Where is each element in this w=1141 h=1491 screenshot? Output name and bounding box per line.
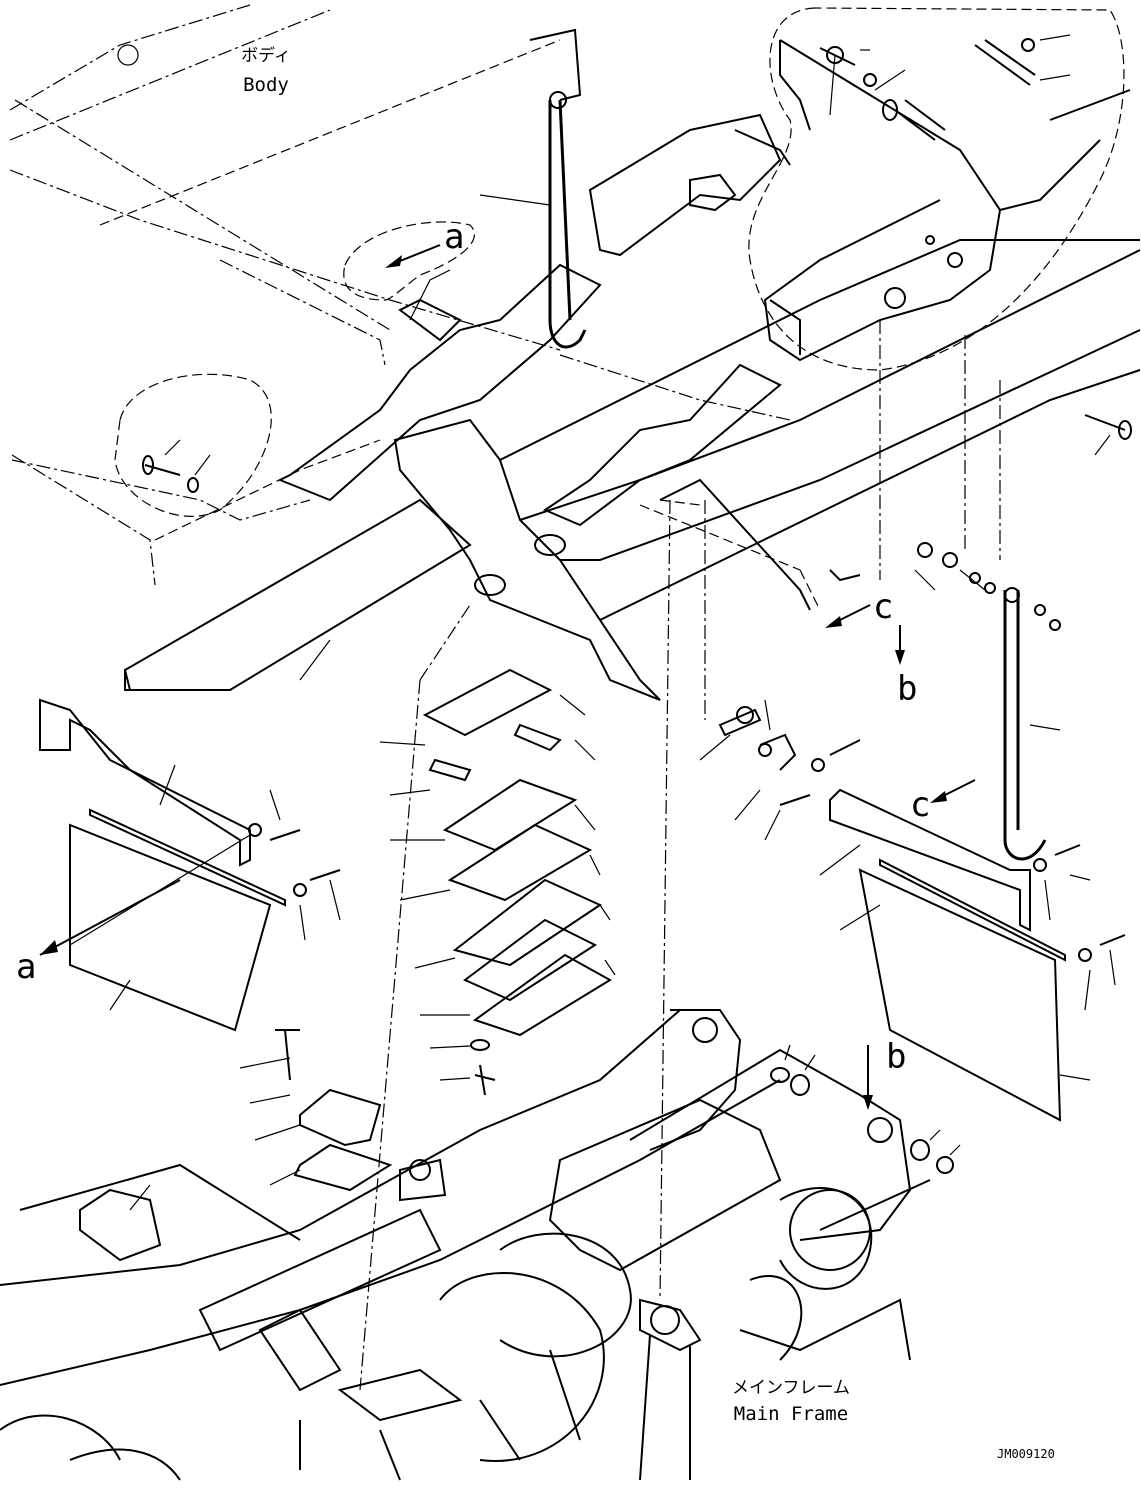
upper-mounting-plates xyxy=(277,263,782,527)
body-label-jp: ボディ xyxy=(241,46,291,66)
pin xyxy=(819,34,1071,141)
body-outline xyxy=(9,4,791,586)
rubber-pads xyxy=(79,1029,393,1262)
left-mudflap-assembly xyxy=(39,698,341,1032)
reference-label-a-top: a xyxy=(444,217,465,257)
drawing-code: JM009120 xyxy=(997,1447,1055,1461)
reference-label-a-left: a xyxy=(16,947,37,987)
main-frame xyxy=(0,1009,961,1481)
reference-arrow-c-lower xyxy=(930,779,976,803)
body-label-en: Body xyxy=(243,74,289,96)
reference-label-b-bottom: b xyxy=(886,1037,907,1077)
reference-arrow-b-bottom xyxy=(863,1045,873,1110)
hanger-rod-right xyxy=(1003,587,1061,861)
hardware-bolts-right xyxy=(699,414,1132,841)
body-crossbeam xyxy=(393,239,1141,701)
left-support-plate xyxy=(124,498,472,691)
hinge-bracket-assembly xyxy=(748,7,1131,371)
reference-label-b-right: b xyxy=(897,669,918,709)
body-pin-bracket xyxy=(529,28,791,257)
hanger-rod-upper xyxy=(479,91,587,349)
reference-label-c-upper: c xyxy=(873,587,894,627)
shim-plate-stack xyxy=(379,668,616,1096)
bolt-detail-circle xyxy=(114,373,272,517)
reference-label-c-lower: c xyxy=(910,785,931,825)
reference-arrow-c-upper xyxy=(825,604,871,628)
reference-arrow-a-left xyxy=(39,879,181,956)
main-frame-label-jp: メインフレーム xyxy=(732,1378,850,1398)
main-frame-label-en: Main Frame xyxy=(733,1403,849,1425)
leader-lines xyxy=(359,320,1001,1391)
right-mudflap-assembly xyxy=(819,788,1126,1122)
reference-arrow-b-right xyxy=(895,625,905,665)
reference-arrow-a-top xyxy=(343,221,475,301)
